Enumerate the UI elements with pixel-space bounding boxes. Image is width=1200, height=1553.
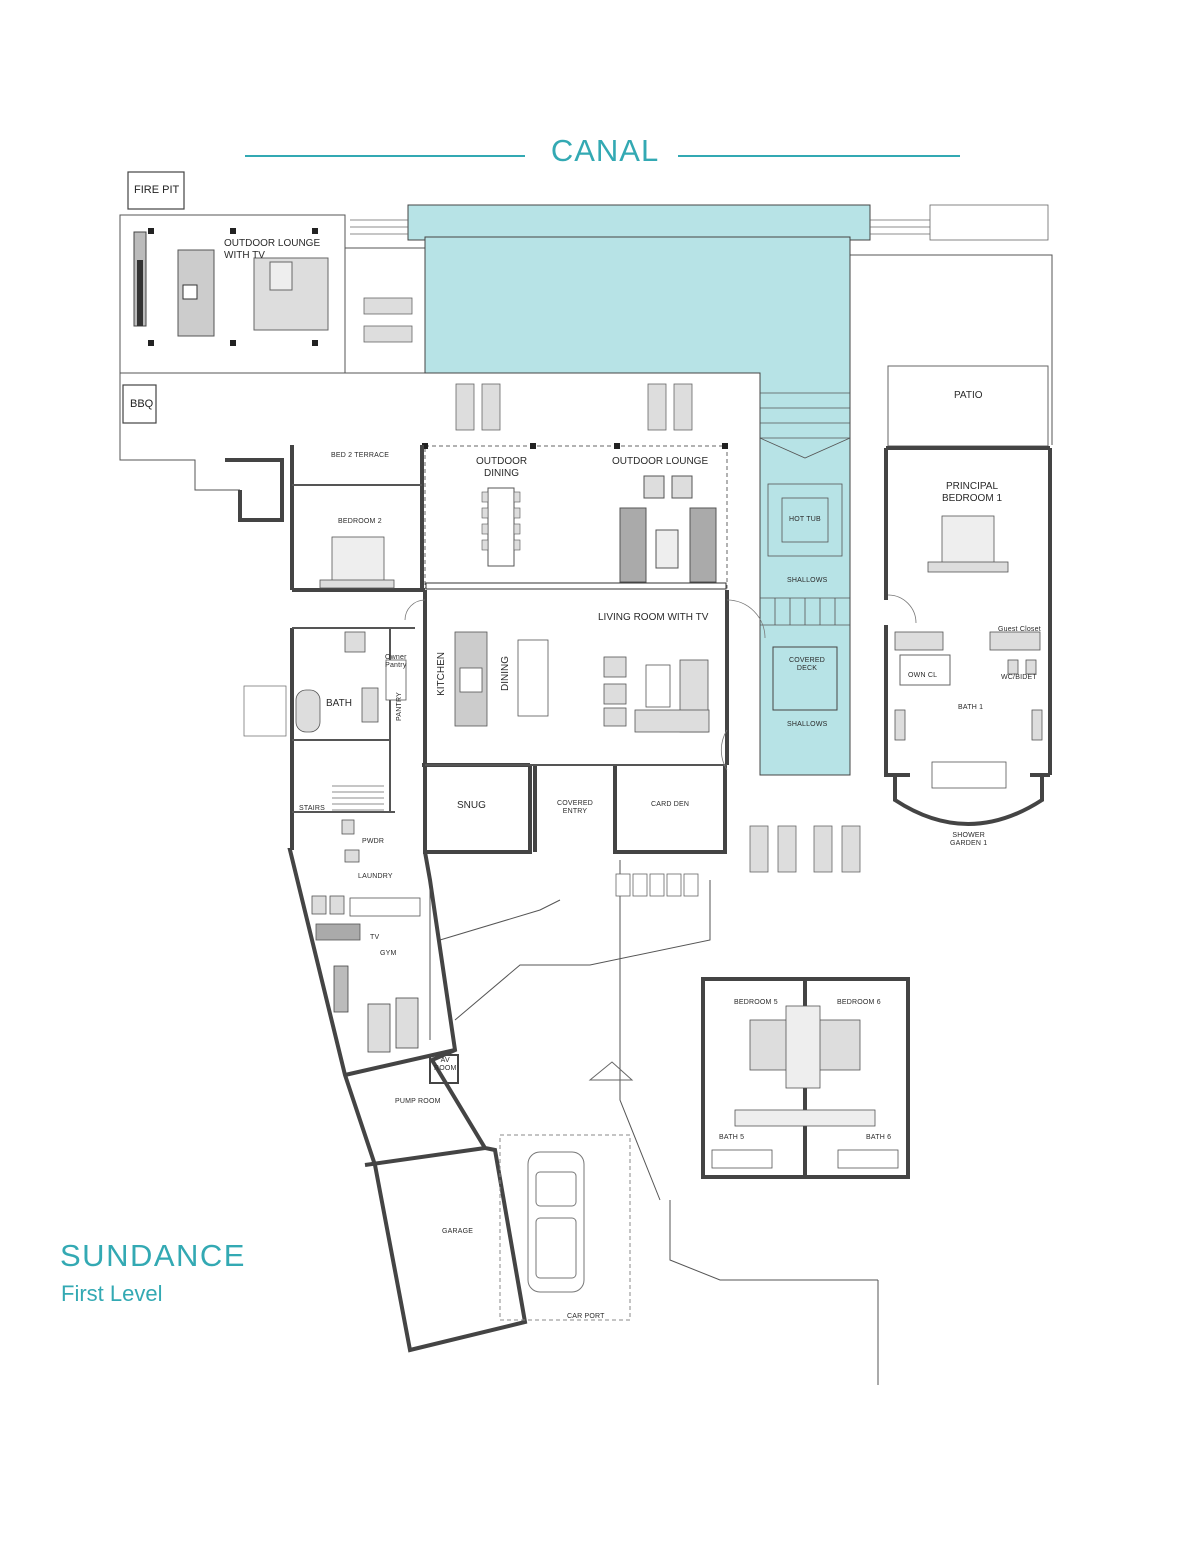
- hot-tub-label: HOT TUB: [789, 516, 821, 523]
- bedroom2-bed: [319, 536, 395, 589]
- pool-deck-stairs: [350, 204, 1049, 241]
- own-closet: [899, 654, 951, 686]
- car: [527, 1151, 585, 1293]
- bed2-terrace-label: BED 2 TERRACE: [331, 452, 390, 459]
- shallows-label-1: SHALLOWS: [787, 577, 828, 584]
- bbq-label: BBQ: [130, 398, 154, 410]
- pantry-label: PANTRY: [396, 692, 403, 721]
- garage-label: GARAGE: [442, 1228, 474, 1235]
- car-port-label: CAR PORT: [567, 1313, 605, 1320]
- interior-walls: [292, 484, 727, 813]
- bath-label: BATH: [326, 698, 352, 709]
- covered-entry-label: COVERED ENTRY: [557, 800, 594, 816]
- snug-label: SNUG: [457, 800, 486, 811]
- entry-pavers: [615, 873, 699, 897]
- pump-room-label: PUMP ROOM: [395, 1098, 441, 1105]
- sun-loungers: [363, 297, 861, 873]
- door-swings: [404, 594, 917, 771]
- bath5-label: BATH 5: [719, 1134, 745, 1141]
- laundry-label: LAUNDRY: [358, 873, 393, 880]
- gym-label: GYM: [380, 950, 397, 957]
- bedroom6-label: BEDROOM 6: [837, 999, 881, 1006]
- bath1-label: BATH 1: [958, 704, 984, 711]
- patio-label: PATIO: [954, 390, 983, 401]
- covered-deck-label: COVERED DECK: [789, 657, 826, 673]
- outdoor-dining-label: OUTDOOR DINING: [476, 456, 528, 479]
- av-room-label: AV ROOM: [434, 1057, 457, 1073]
- own-cl-label: OWN CL: [908, 672, 938, 679]
- guest-closet-label: Guest Closet: [998, 626, 1041, 633]
- fire-pit-label: FIRE PIT: [134, 184, 180, 196]
- guest-beds: [711, 1005, 899, 1169]
- outdoor-lounge-tv-label: OUTDOOR LOUNGE WITH TV: [224, 238, 321, 261]
- outdoor-lounge-label: OUTDOOR LOUNGE: [612, 456, 709, 467]
- shower-garden-label: SHOWER GARDEN 1: [950, 832, 988, 848]
- pwdr-label: PWDR: [362, 838, 385, 845]
- bbq-box: [122, 384, 157, 424]
- living-room-sofas: [603, 656, 710, 733]
- dining-label: DINING: [500, 656, 511, 691]
- car-port-area: [499, 1134, 631, 1321]
- laundry-fixtures: [311, 895, 421, 941]
- site-boundary: [119, 204, 1053, 1385]
- outdoor-terrace: [422, 443, 728, 590]
- principal-bed: [927, 515, 1009, 573]
- tv-label: TV: [370, 934, 380, 941]
- stairs-label: STAIRS: [299, 805, 325, 812]
- bath-fixtures: [295, 631, 407, 863]
- bath6-label: BATH 6: [866, 1134, 892, 1141]
- plan-title: SUNDANCE: [60, 1238, 246, 1273]
- left-wing-walls: [225, 458, 528, 1353]
- owner-pantry-label: Owner Pantry: [385, 654, 407, 670]
- wc-bidet-label: WC/BIDET: [1001, 674, 1037, 681]
- stairs-lines: [243, 685, 384, 811]
- card-den-label: CARD DEN: [651, 801, 690, 808]
- shallows-label-2: SHALLOWS: [787, 721, 828, 728]
- canal-label: CANAL: [550, 133, 660, 168]
- fire-pit-box: [127, 171, 185, 210]
- bedroom2-label: BEDROOM 2: [338, 518, 382, 525]
- bedroom5-label: BEDROOM 5: [734, 999, 778, 1006]
- gym-equipment: [333, 965, 419, 1053]
- av-room-box: [429, 1054, 459, 1084]
- entry-arrow-shape: [588, 1061, 634, 1081]
- kitchen-label: KITCHEN: [436, 652, 447, 696]
- kitchen-island: [454, 631, 549, 727]
- shower-garden-curve: [893, 775, 1044, 826]
- bath1-fixtures: [894, 631, 1043, 789]
- plan-subtitle: First Level: [61, 1281, 163, 1306]
- living-room-label: LIVING ROOM WITH TV: [598, 612, 709, 623]
- outdoor-lounge-tv-furniture: [133, 228, 329, 346]
- principal-bedroom-label: PRINCIPAL BEDROOM 1: [942, 481, 1003, 504]
- pool: [407, 204, 871, 776]
- patio-area: [887, 365, 1049, 447]
